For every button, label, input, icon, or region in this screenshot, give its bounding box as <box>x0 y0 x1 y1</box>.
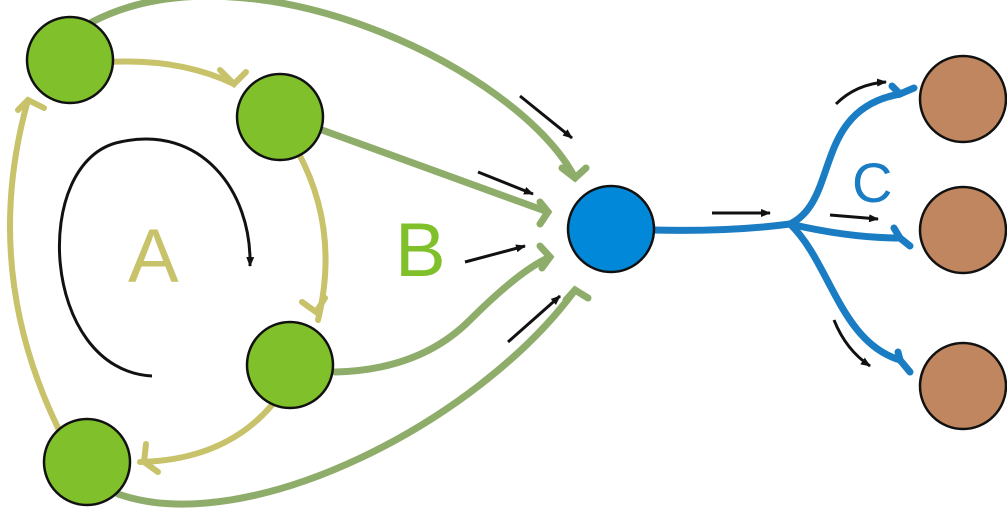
arrow-icon <box>829 213 879 223</box>
network-edge-1-hub <box>88 0 579 182</box>
ring-edge-2-3 <box>295 149 329 323</box>
ring-synapse-2-3 <box>299 295 328 317</box>
arrow-icon <box>834 78 887 106</box>
network-edge-4-hub <box>114 286 579 508</box>
ring-node-top-left <box>25 15 115 105</box>
output-branch-bottom <box>786 220 904 364</box>
output-synapse-middle <box>890 224 914 250</box>
ring-node-top-right <box>235 72 325 162</box>
ring-synapse-4-1 <box>15 96 47 113</box>
arrow-icon <box>477 170 534 196</box>
network-synapse-2 <box>536 198 553 228</box>
ring-edge-4-1 <box>7 97 63 435</box>
ring-synapse-3-4 <box>140 441 161 475</box>
network-synapse-3 <box>536 242 555 272</box>
output-synapse-top <box>888 82 918 99</box>
circular-arrow-path <box>58 137 255 378</box>
hub-node <box>566 184 656 274</box>
flow-arrows <box>464 78 887 368</box>
ring-connections <box>7 58 329 475</box>
arrow-icon <box>507 294 561 344</box>
target-node-middle <box>918 185 1007 275</box>
label-b: B <box>395 208 446 293</box>
target-node-bottom <box>918 341 1007 431</box>
ring-node-bottom-right <box>245 320 335 410</box>
output-connections <box>648 82 918 376</box>
label-a: A <box>128 214 179 299</box>
network-edge-2-hub <box>318 126 552 216</box>
arrow-icon <box>519 94 573 140</box>
arrow-icon <box>832 319 871 368</box>
network-connections <box>88 0 592 508</box>
output-branch-middle <box>786 220 904 242</box>
network-synapse-4 <box>562 285 592 304</box>
ring-edge-3-4 <box>137 402 275 465</box>
target-node-top <box>918 54 1007 144</box>
circular-arrow-icon <box>58 137 255 378</box>
ring-node-bottom-left <box>42 417 132 507</box>
ring-edge-1-2 <box>105 58 237 87</box>
ring-synapse-1-2 <box>217 67 249 89</box>
output-branch-top <box>786 90 904 228</box>
output-trunk <box>648 220 794 234</box>
network-edge-3-hub <box>331 253 554 376</box>
network-synapse-1 <box>558 164 590 183</box>
output-synapse-bottom <box>894 348 914 376</box>
arrow-icon <box>464 244 526 264</box>
label-c: C <box>852 151 893 214</box>
nodes <box>25 15 1007 507</box>
